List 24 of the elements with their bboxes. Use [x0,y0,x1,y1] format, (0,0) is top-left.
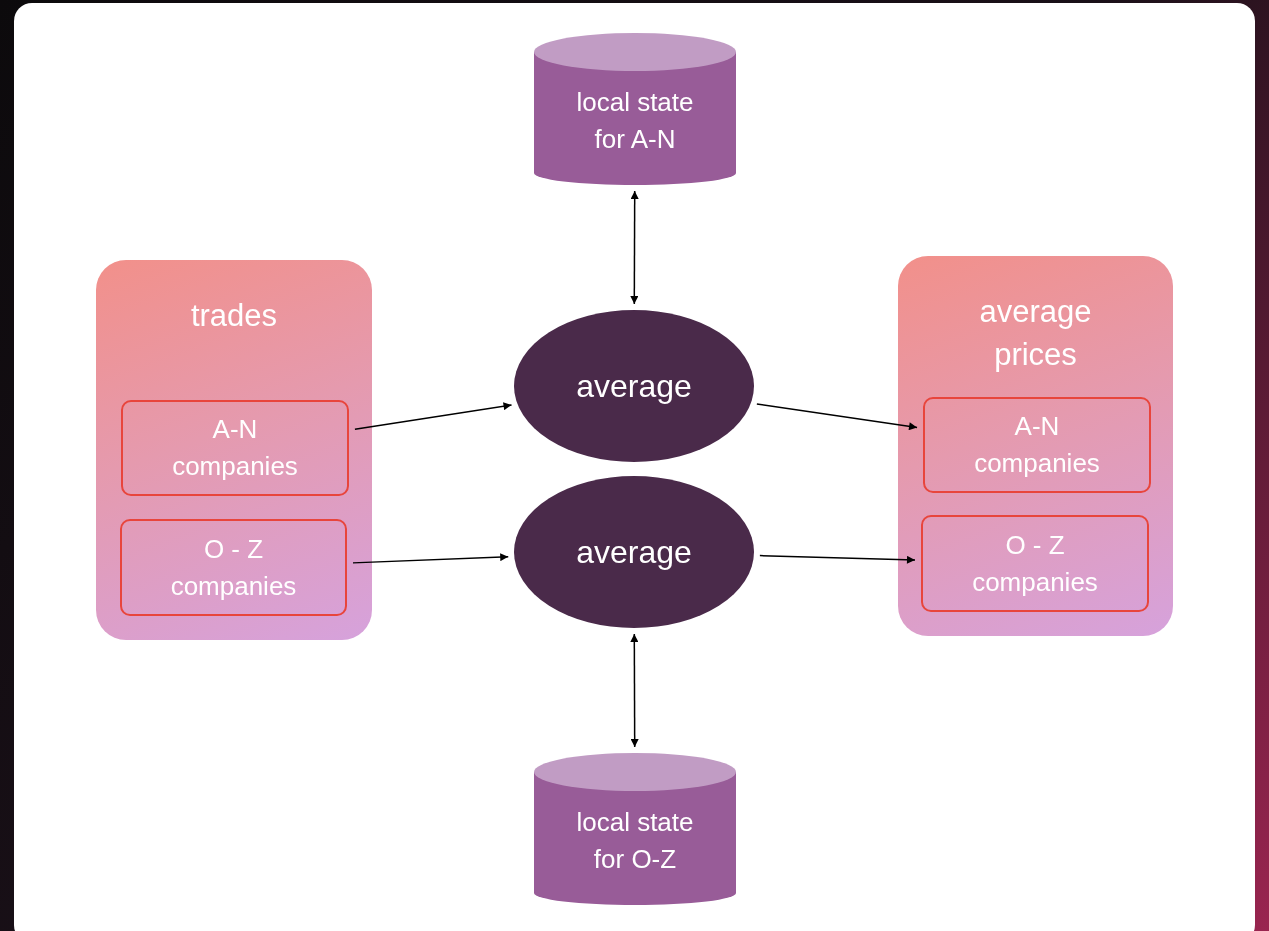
node-label: average [575,367,693,406]
node-label: A-N companies [171,413,299,483]
database-cylinder [534,33,736,185]
database-cylinder [534,753,736,905]
node-label: local state for O-Z [575,806,695,876]
partition-box [120,519,347,616]
node-label: A-N companies [973,410,1101,480]
arrow [630,190,639,305]
partition-box [923,397,1151,493]
arrow [354,402,513,431]
node-label: local state for A-N [575,86,695,156]
partition-box [921,515,1149,612]
arrow [756,403,918,431]
arrow [630,633,639,748]
node-label: average [575,533,693,572]
node-label: O - Z companies [971,528,1099,599]
group-heading: average prices [978,293,1093,374]
arrow [759,554,916,564]
node-label: O - Z companies [169,532,298,603]
partition-box [121,400,349,496]
group-panel [898,256,1173,636]
arrow [352,553,509,564]
group-heading: trades [189,297,279,335]
group-panel [96,260,372,640]
